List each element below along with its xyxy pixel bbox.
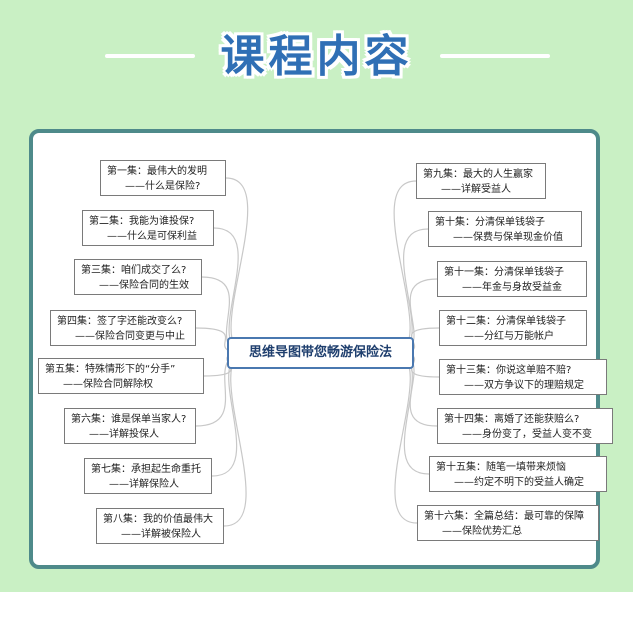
connector-line (223, 352, 248, 527)
topic-title: 第七集：承担起生命重托 (91, 464, 201, 475)
topic-title: 第十一集：分清保单钱袋子 (444, 267, 564, 278)
topic-title: 第十六集：全篇总结：最可靠的保障 (424, 511, 584, 522)
left-topic-node: 第四集：签了字还能改变么? ——保险合同变更与中止 (50, 310, 196, 346)
topic-subtitle: ——双方争议下的理赔规定 (464, 380, 584, 391)
topic-subtitle: ——约定不明下的受益人确定 (454, 477, 584, 488)
topic-title: 第十二集：分清保单钱袋子 (446, 316, 566, 327)
footer-strip (0, 592, 633, 632)
connector-line (393, 228, 429, 354)
right-topic-node: 第十三集：你说这单赔不赔? ——双方争议下的理赔规定 (439, 359, 607, 395)
topic-subtitle: ——分红与万能帐户 (464, 331, 554, 342)
topic-title: 第十三集：你说这单赔不赔? (446, 365, 572, 376)
topic-subtitle: ——详解受益人 (441, 184, 511, 195)
topic-title: 第六集：谁是保单当家人? (71, 414, 187, 425)
right-topic-node: 第十四集：离婚了还能获赔么? ——身份变了，受益人变不变 (437, 408, 613, 444)
right-topic-node: 第十一集：分清保单钱袋子 ——年金与身故受益金 (437, 261, 587, 297)
topic-subtitle: ——详解被保险人 (121, 529, 201, 540)
topic-title: 第八集：我的价值最伟大 (103, 514, 213, 525)
topic-subtitle: ——什么是保险? (125, 181, 201, 192)
right-topic-node: 第十五集：随笔一填带来烦恼 ——约定不明下的受益人确定 (429, 456, 607, 492)
page-title: 课程内容 (220, 31, 413, 82)
topic-subtitle: ——保险优势汇总 (442, 526, 522, 537)
left-topic-node: 第一集：最伟大的发明 ——什么是保险? (100, 160, 226, 196)
topic-title: 第五集：特殊情形下的“分手” (45, 364, 176, 375)
topic-subtitle: ——身份变了，受益人变不变 (462, 429, 592, 440)
connector-line (213, 227, 248, 354)
topic-subtitle: ——详解投保人 (89, 429, 159, 440)
topic-title: 第三集：咱们成交了么? (81, 265, 187, 276)
topic-title: 第一集：最伟大的发明 (107, 166, 207, 177)
topic-subtitle: ——年金与身故受益金 (462, 282, 562, 293)
left-topic-node: 第六集：谁是保单当家人? ——详解投保人 (64, 408, 196, 444)
topic-subtitle: ——详解保险人 (109, 479, 179, 490)
left-topic-node: 第三集：咱们成交了么? ——保险合同的生效 (74, 259, 202, 295)
topic-title: 第九集：最大的人生赢家 (423, 169, 533, 180)
topic-subtitle: ——保险合同解除权 (63, 379, 153, 390)
left-topic-node: 第五集：特殊情形下的“分手” ——保险合同解除权 (38, 358, 204, 394)
left-topic-node: 第二集：我能为谁投保? ——什么是可保利益 (82, 210, 214, 246)
topic-subtitle: ——保险合同的生效 (99, 280, 189, 291)
topic-title: 第四集：签了字还能改变么? (57, 316, 183, 327)
topic-subtitle: ——保险合同变更与中止 (75, 331, 185, 342)
right-topic-node: 第九集：最大的人生赢家 ——详解受益人 (416, 163, 546, 199)
topic-title: 第十五集：随笔一填带来烦恼 (436, 462, 566, 473)
right-topic-node: 第十六集：全篇总结：最可靠的保障 ——保险优势汇总 (417, 505, 599, 541)
topic-title: 第十集：分清保单钱袋子 (435, 217, 545, 228)
mindmap-center-node: 思维导图带您畅游保险法 (227, 337, 414, 369)
topic-subtitle: ——什么是可保利益 (107, 231, 197, 242)
connector-line (393, 180, 417, 354)
topic-title: 第十四集：离婚了还能获赔么? (444, 414, 580, 425)
right-topic-node: 第十二集：分清保单钱袋子 ——分红与万能帐户 (439, 310, 587, 346)
left-topic-node: 第七集：承担起生命重托 ——详解保险人 (84, 458, 212, 494)
topic-subtitle: ——保费与保单现金价值 (453, 232, 563, 243)
right-topic-node: 第十集：分清保单钱袋子 ——保费与保单现金价值 (428, 211, 582, 247)
left-topic-node: 第八集：我的价值最伟大 ——详解被保险人 (96, 508, 224, 544)
header-line-left (105, 54, 195, 58)
topic-title: 第二集：我能为谁投保? (89, 216, 195, 227)
header-line-right (440, 54, 550, 58)
